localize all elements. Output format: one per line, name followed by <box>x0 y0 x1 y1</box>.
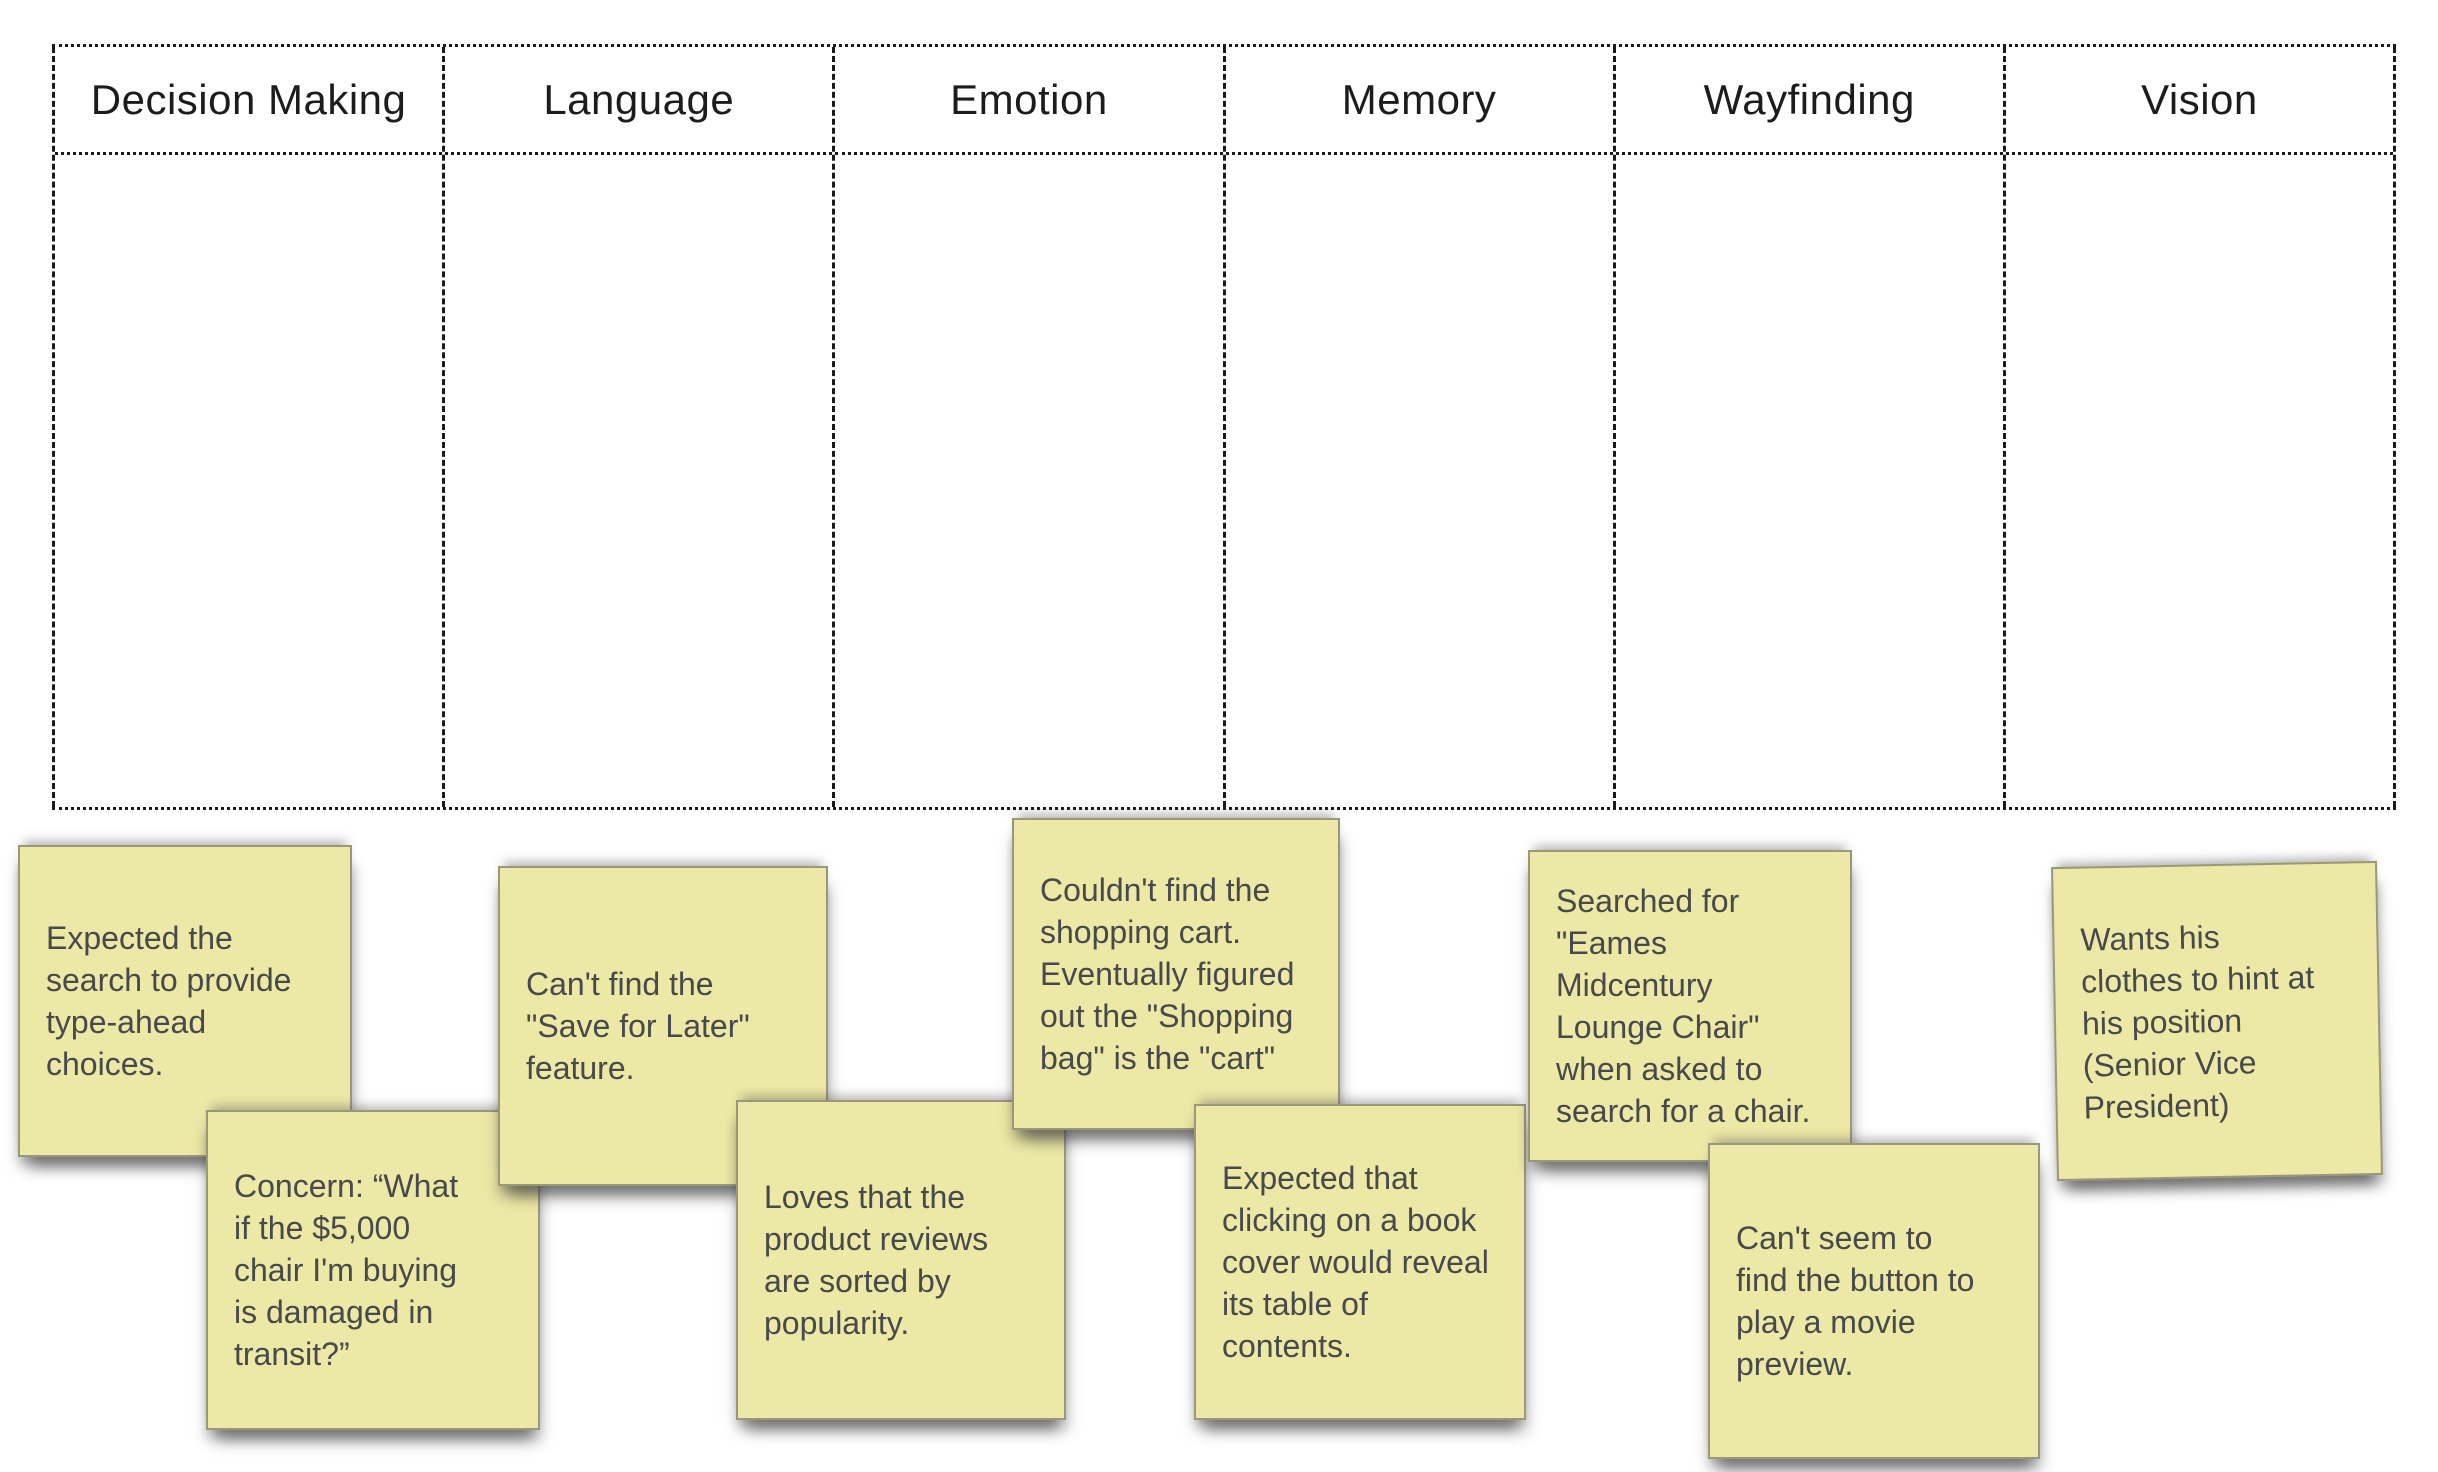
column-header-wayfinding: Wayfinding <box>1615 47 2003 155</box>
column-drop-area-language[interactable] <box>445 155 832 807</box>
sticky-note-text: Wants his clothes to hint at his positio… <box>2080 918 2315 1126</box>
sticky-note-damaged-in-transit[interactable]: Concern: “What if the $5,000 chair I'm b… <box>206 1110 540 1430</box>
column-decision-making: Decision Making <box>52 47 443 807</box>
column-header-decision-making: Decision Making <box>55 47 443 155</box>
column-drop-area-memory[interactable] <box>1226 155 1613 807</box>
sticky-note-type-ahead[interactable]: Expected the search to provide type-ahea… <box>18 845 352 1157</box>
sticky-note-text: Searched for "Eames Midcentury Lounge Ch… <box>1556 883 1811 1129</box>
column-vision: Vision <box>2002 47 2397 807</box>
column-language: Language <box>442 47 833 807</box>
sticky-note-text: Couldn't find the shopping cart. Eventua… <box>1040 872 1295 1076</box>
column-emotion: Emotion <box>832 47 1223 807</box>
sticky-note-eames-chair-search[interactable]: Searched for "Eames Midcentury Lounge Ch… <box>1528 850 1852 1162</box>
column-drop-area-vision[interactable] <box>2006 155 2393 807</box>
sticky-note-text: Concern: “What if the $5,000 chair I'm b… <box>234 1168 459 1372</box>
column-header-emotion: Emotion <box>835 47 1223 155</box>
sticky-note-shopping-cart[interactable]: Couldn't find the shopping cart. Eventua… <box>1012 818 1340 1130</box>
sticky-note-product-reviews[interactable]: Loves that the product reviews are sorte… <box>736 1100 1066 1420</box>
sticky-note-text: Expected that clicking on a book cover w… <box>1222 1160 1489 1364</box>
column-drop-area-decision-making[interactable] <box>55 155 442 807</box>
sticky-note-movie-preview[interactable]: Can't seem to find the button to play a … <box>1708 1143 2040 1459</box>
column-wayfinding: Wayfinding <box>1612 47 2003 807</box>
column-header-language: Language <box>445 47 833 155</box>
affinity-board: Decision Making Language Emotion Memory … <box>52 44 2397 810</box>
sticky-note-book-cover[interactable]: Expected that clicking on a book cover w… <box>1194 1104 1526 1420</box>
column-header-memory: Memory <box>1225 47 1613 155</box>
column-drop-area-emotion[interactable] <box>835 155 1222 807</box>
column-header-vision: Vision <box>2005 47 2394 155</box>
sticky-note-text: Can't find the "Save for Later" feature. <box>526 966 750 1086</box>
column-drop-area-wayfinding[interactable] <box>1616 155 2003 807</box>
sticky-note-clothes-position[interactable]: Wants his clothes to hint at his positio… <box>2051 860 2383 1182</box>
sticky-note-text: Loves that the product reviews are sorte… <box>764 1179 989 1341</box>
column-memory: Memory <box>1222 47 1613 807</box>
sticky-note-text: Expected the search to provide type-ahea… <box>46 920 292 1082</box>
sticky-note-text: Can't seem to find the button to play a … <box>1736 1220 1975 1382</box>
